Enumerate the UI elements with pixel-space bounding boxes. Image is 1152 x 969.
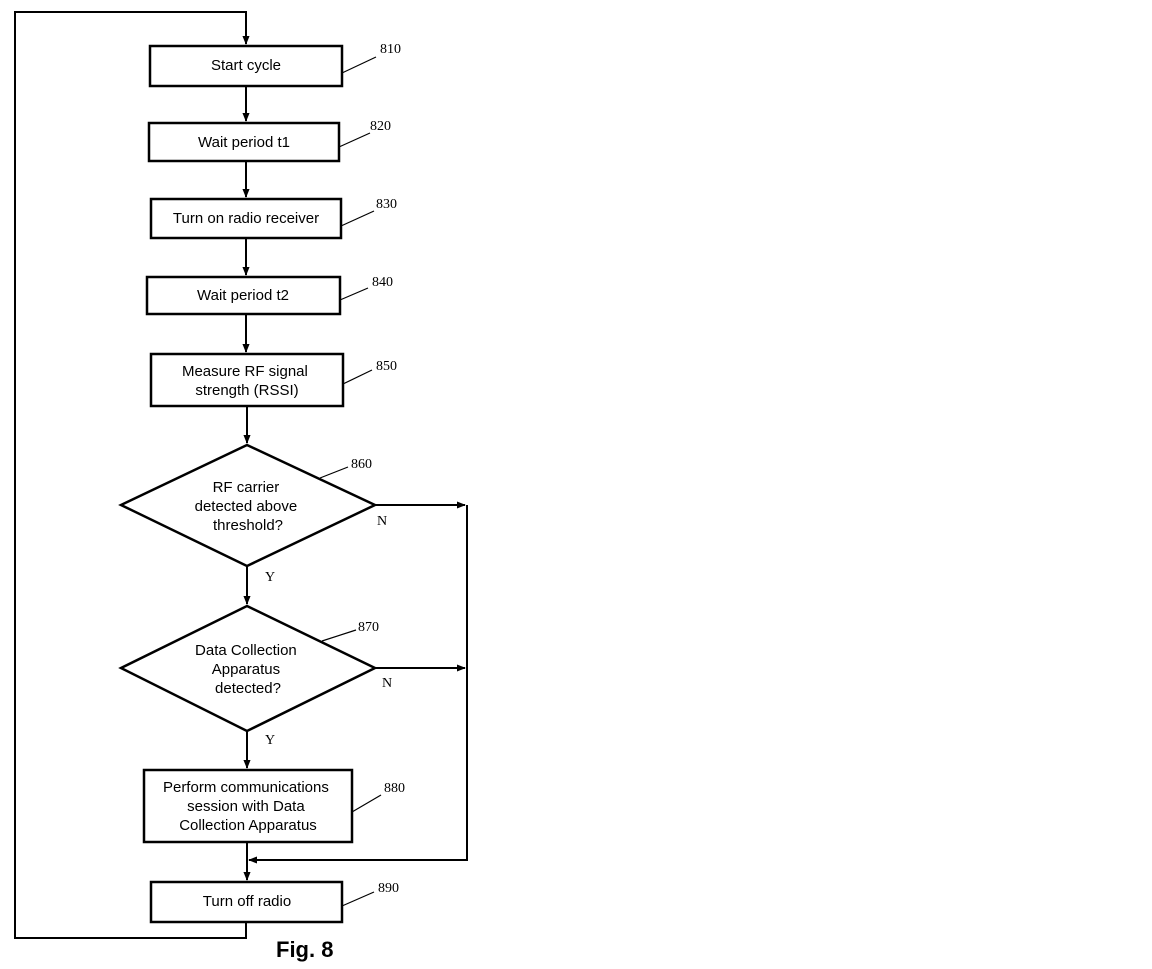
ref-880: 880 <box>384 781 405 796</box>
ref-leader-870 <box>321 629 357 642</box>
branch-870-no-label: N <box>382 676 392 691</box>
ref-leader-820 <box>338 132 371 148</box>
ref-leader-850 <box>342 369 373 385</box>
ref-890: 890 <box>378 881 399 896</box>
step-810-label: Start cycle <box>211 57 281 74</box>
step-880-label: Perform communications session with Data… <box>163 779 333 834</box>
ref-leader-840 <box>339 287 369 301</box>
branch-870-yes-label: Y <box>265 733 275 748</box>
branch-860-no-label: N <box>377 514 387 529</box>
ref-860: 860 <box>351 457 372 472</box>
step-850-label: Measure RF signal strength (RSSI) <box>182 363 312 399</box>
ref-leader-830 <box>340 210 375 227</box>
step-840-box <box>145 275 342 316</box>
ref-850: 850 <box>376 359 397 374</box>
figure-caption: Fig. 8 <box>276 937 333 962</box>
step-890-box <box>149 880 344 924</box>
ref-leader-890 <box>341 891 375 907</box>
ref-830: 830 <box>376 197 397 212</box>
ref-leader-860 <box>319 466 349 479</box>
connector-loop-back <box>14 11 250 939</box>
ref-840: 840 <box>372 275 393 290</box>
ref-leader-880 <box>351 794 382 813</box>
ref-820: 820 <box>370 119 391 134</box>
connector-no-return <box>248 505 468 864</box>
ref-870: 870 <box>358 620 379 635</box>
step-870-label: Data Collection Apparatus detected? <box>195 642 301 697</box>
step-820-box <box>147 121 341 163</box>
ref-810: 810 <box>380 42 401 57</box>
step-840-label: Wait period t2 <box>197 287 289 304</box>
step-860-label: RF carrier detected above threshold? <box>195 479 302 534</box>
step-820-label: Wait period t1 <box>198 134 290 151</box>
step-810-box <box>148 44 344 88</box>
step-830-label: Turn on radio receiver <box>173 210 319 227</box>
branch-860-yes-label: Y <box>265 570 275 585</box>
step-890-label: Turn off radio <box>203 893 291 910</box>
ref-leader-810 <box>341 56 377 74</box>
